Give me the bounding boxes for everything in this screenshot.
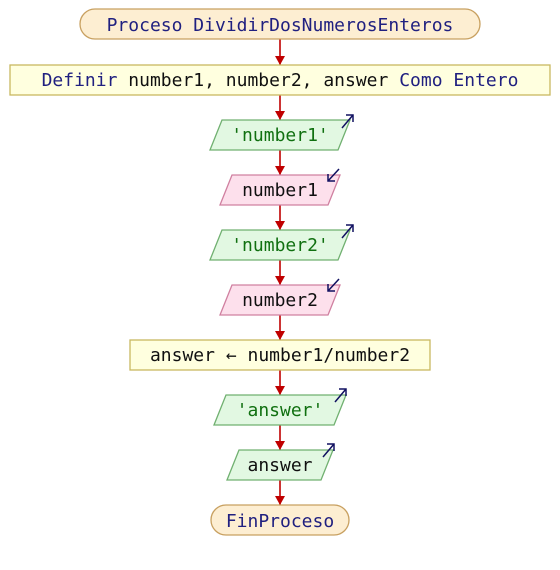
start-node[interactable]: Proceso DividirDosNumerosEnteros bbox=[79, 8, 481, 40]
input-node-1[interactable]: number1 bbox=[219, 168, 341, 206]
process-name: DividirDosNumerosEnteros bbox=[193, 15, 453, 36]
define-node[interactable]: Definir number1, number2, answer Como En… bbox=[9, 64, 551, 96]
arrow-up-right-icon bbox=[341, 224, 354, 239]
output-shape-3 bbox=[213, 394, 347, 426]
input-text-2: number2 bbox=[242, 290, 318, 311]
arrowhead-1 bbox=[275, 56, 285, 65]
output-node-4[interactable]: answer bbox=[226, 443, 335, 481]
output-shape-2 bbox=[209, 229, 351, 261]
arrowhead-5 bbox=[275, 276, 285, 285]
output-text-2: 'number2' bbox=[231, 235, 329, 256]
flow-arrowheads bbox=[275, 56, 285, 505]
define-keyword: Definir bbox=[42, 70, 118, 91]
assign-arrow: ← bbox=[226, 345, 237, 366]
arrow-up-right-icon bbox=[334, 388, 347, 403]
start-keyword: Proceso bbox=[107, 15, 183, 36]
output-text-1: 'number1' bbox=[231, 125, 329, 146]
arrowhead-7 bbox=[275, 386, 285, 395]
output-shape-4 bbox=[226, 449, 334, 481]
end-node[interactable]: FinProceso bbox=[210, 504, 350, 536]
assign-target: answer bbox=[150, 345, 215, 366]
arrowhead-3 bbox=[275, 166, 285, 175]
arrowhead-2 bbox=[275, 111, 285, 120]
start-space bbox=[182, 15, 193, 36]
input-text-1: number1 bbox=[242, 180, 318, 201]
input-shape-2 bbox=[219, 284, 341, 316]
arrow-down-left-icon bbox=[327, 278, 340, 292]
output-node-3[interactable]: 'answer' bbox=[213, 388, 347, 426]
output-shape-1 bbox=[209, 119, 351, 151]
output-text-4: answer bbox=[247, 455, 312, 476]
define-process-shape bbox=[9, 64, 551, 96]
arrow-down-left-icon bbox=[327, 168, 340, 182]
arrowhead-9 bbox=[275, 496, 285, 505]
assign-process-shape bbox=[129, 339, 431, 371]
end-terminal-shape bbox=[210, 504, 350, 536]
start-label: Proceso DividirDosNumerosEnteros bbox=[107, 15, 454, 36]
arrow-up-right-icon bbox=[341, 114, 354, 129]
output-node-2[interactable]: 'number2' bbox=[209, 224, 354, 261]
arrow-up-right-icon bbox=[322, 443, 335, 458]
output-text-3: 'answer' bbox=[237, 400, 324, 421]
arrowhead-8 bbox=[275, 441, 285, 450]
output-node-1[interactable]: 'number1' bbox=[209, 114, 354, 151]
arrowhead-6 bbox=[275, 331, 285, 340]
define-variables: number1, number2, answer bbox=[128, 70, 388, 91]
assign-expression: number1/number2 bbox=[248, 345, 411, 366]
start-terminal-shape bbox=[79, 8, 481, 40]
define-type: Entero bbox=[453, 70, 518, 91]
define-label: Definir number1, number2, answer Como En… bbox=[42, 70, 519, 91]
define-as-keyword: Como bbox=[399, 70, 442, 91]
arrowhead-4 bbox=[275, 221, 285, 230]
assign-node[interactable]: answer ← number1/number2 bbox=[129, 339, 431, 371]
input-node-2[interactable]: number2 bbox=[219, 278, 341, 316]
assign-label: answer ← number1/number2 bbox=[150, 345, 410, 366]
input-shape-1 bbox=[219, 174, 341, 206]
end-label: FinProceso bbox=[226, 511, 334, 532]
